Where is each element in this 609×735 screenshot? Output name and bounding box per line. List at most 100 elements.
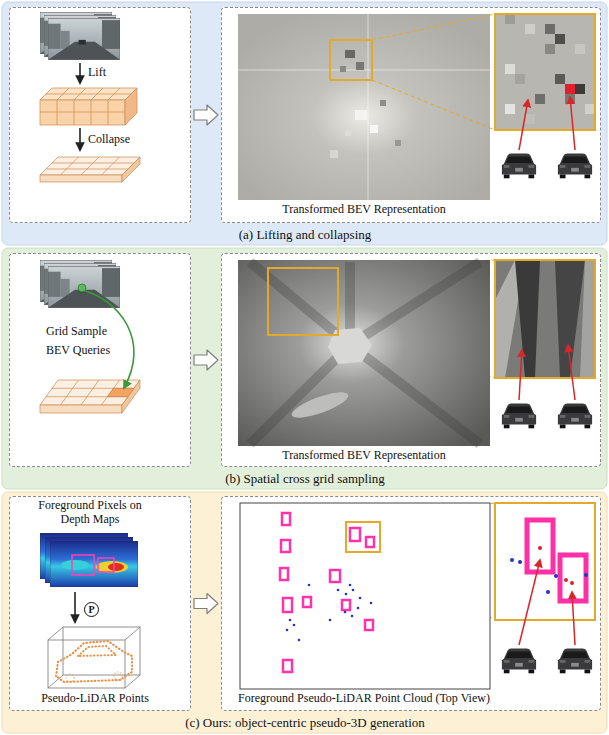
point-cloud-top-view [365,620,373,630]
panel-caption: (c) Ours: object-centric pseudo-3D gener… [185,716,425,731]
flow-arrow [194,105,218,125]
bev-feature-map [330,40,372,80]
zoom-patch [555,74,565,84]
zoom-patch [527,520,553,572]
point-cloud-top-view [289,619,292,622]
bev-grid [40,175,122,182]
bev-feature-map [250,345,350,444]
point-cloud-top-view [350,528,360,541]
point-cloud-top-view [344,611,347,614]
pointer-arrows [570,97,575,150]
zoom-patch [525,114,535,124]
zoom-patch [495,503,595,620]
step-label: Pseudo-LiDAR Points [41,692,149,706]
frustum-volume [40,100,125,125]
zoom-patch [495,260,595,378]
zoom-patch [584,573,588,577]
panel-band: PForeground Pixels on Depth MapsPseudo-L… [2,492,607,733]
zoom-patch [505,14,515,24]
pseudo-lidar-box [66,674,74,682]
zoom-patch [560,555,586,601]
zoom-patch [525,24,535,34]
pointer-arrows [519,97,575,645]
car-icons [502,404,536,429]
pseudo-lidar-box [114,672,122,680]
method-box: Grid SampleBEV Queries [9,253,191,467]
bev-queries-grid [107,388,133,396]
camera-images [40,260,120,307]
bev-grid [122,157,140,182]
panel-band: LiftCollapseTransformed BEV Representati… [2,2,607,245]
bev-grid [46,169,128,170]
point-cloud-top-view [342,600,350,610]
pointer-arrows [519,350,522,400]
bev-feature-map [345,50,355,58]
zoom-patch [505,104,515,114]
bev-feature-map [268,268,338,335]
projection-symbol: P [84,602,99,617]
panel-backgrounds [221,253,601,467]
symbol-letter: P [88,604,94,616]
flow-arrows [75,592,76,622]
zoom-lines [372,80,495,130]
car-icons [502,649,536,674]
depth-maps [72,555,94,575]
sampling-arrow [78,284,86,292]
zoom-patch [545,24,555,34]
pseudo-lidar-box [125,627,140,640]
frustum-volume [40,88,137,125]
bev-feature-map [238,260,490,446]
flow-arrow [194,594,218,614]
bev-queries-grid [40,405,122,413]
zoom-patch [505,64,515,74]
zoom-patch [575,44,585,54]
camera-images [48,266,120,307]
pointer-arrows [572,592,575,645]
point-cloud-top-view [280,568,288,580]
zoom-patch [495,260,595,378]
bev-feature-map [289,387,351,423]
point-cloud-top-view [330,570,340,582]
frustum-volume [74,100,75,125]
point-cloud-top-view [281,540,290,552]
point-cloud-top-view [346,522,380,552]
bev-feature-map [328,328,372,364]
image-caption: Foreground Pseudo-LiDAR Point Cloud (Top… [238,692,490,706]
flow-arrows [74,592,76,622]
bev-feature-map [345,130,351,136]
panel-backgrounds [9,496,191,711]
bev-grid [40,157,140,182]
car-icons [558,154,592,179]
point-cloud-top-view [286,629,289,632]
result-box: Transformed BEV Representation [221,7,601,223]
image-caption: Transformed BEV Representation [282,203,445,217]
bev-queries-grid [52,388,134,389]
zoom-patch [495,503,595,620]
frustum-volume [57,100,58,125]
bev-grid [52,163,134,164]
bev-feature-map [238,14,490,200]
point-cloud-top-view [366,537,374,547]
bev-feature-map [368,14,369,200]
frustum-volume [40,112,125,113]
bev-feature-map [356,62,364,70]
sampling-arrow [82,290,134,388]
point-cloud-top-view [345,593,348,596]
bev-grid [102,157,120,175]
car-icons [558,404,592,429]
bev-feature-map [250,262,480,444]
zoom-patch [495,503,595,620]
bev-queries-grid [46,396,128,397]
point-cloud-top-view [293,624,296,627]
point-cloud-top-view [357,607,360,610]
point-cloud-top-view [240,503,490,689]
panel-backgrounds [221,7,601,223]
image-caption: Transformed BEV Representation [282,449,445,463]
car-icons [502,154,592,674]
result-box: Transformed BEV Representation [221,253,601,467]
point-cloud-top-view [283,660,292,672]
